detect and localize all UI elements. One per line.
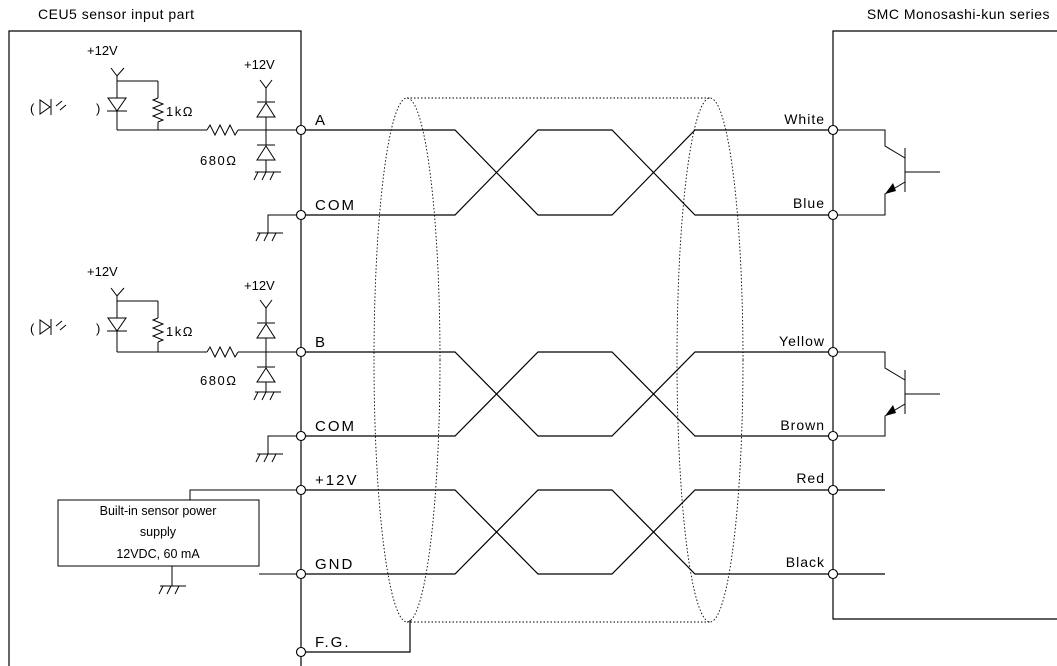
terminal-fg [295, 646, 307, 658]
terminal-white [827, 124, 839, 136]
photocoupler-close-paren: ) [96, 101, 100, 116]
power-supply-line2: supply [140, 525, 177, 539]
wire-label-black: Black [786, 554, 825, 570]
terminal-b [295, 346, 307, 358]
terminal-label-12v: +12V [315, 472, 358, 489]
ground-icon-com-b [255, 435, 301, 463]
terminal-label-b: B [315, 334, 327, 351]
terminal-label-fg: F.G. [315, 634, 351, 651]
power-supply-box [57, 499, 260, 567]
wire-label-blue: Blue [793, 195, 825, 211]
supply-12v-label-a: +12V [87, 43, 118, 58]
resistor-680-b [206, 345, 239, 359]
photocoupler-icon [39, 99, 67, 115]
terminal-blue [827, 209, 839, 221]
terminal-com-a [295, 209, 307, 221]
terminal-label-gnd: GND [315, 556, 354, 573]
resistor-1k-b [151, 317, 165, 343]
transistor-a [833, 129, 940, 216]
smc-box [832, 30, 1057, 620]
wire-label-yellow: Yellow [779, 333, 825, 349]
terminal-com-b [295, 430, 307, 442]
wire-label-white: White [784, 111, 825, 127]
photocoupler-close-paren-b: ) [96, 321, 100, 336]
resistor-680-a [206, 123, 239, 137]
supply-12v-label-b2: +12V [244, 278, 275, 293]
terminal-label-a: A [315, 112, 327, 129]
channel-a-circuit: ( ) +12V 1kΩ 680Ω +12V [30, 43, 301, 181]
photocoupler-icon-b [39, 319, 67, 335]
ground-icon-psu [158, 585, 186, 595]
terminal-yellow [827, 346, 839, 358]
transistor-b [833, 351, 940, 437]
terminal-a [295, 124, 307, 136]
terminal-brown [827, 430, 839, 442]
led-diode-b [107, 317, 127, 332]
terminal-gnd [295, 568, 307, 580]
resistor-1k-label-b: 1kΩ [166, 324, 194, 339]
terminals [295, 124, 839, 658]
ground-icon-a [253, 171, 281, 181]
resistor-1k-a [151, 97, 165, 123]
resistor-680-label-a: 680Ω [200, 153, 237, 168]
power-supply-line1: Built-in sensor power [100, 504, 217, 518]
ceu5-title: CEU5 sensor input part [38, 6, 195, 22]
wire-label-red: Red [796, 470, 825, 486]
supply-12v-label-b: +12V [87, 264, 118, 279]
ceu5-box [8, 30, 302, 666]
led-diode-a [107, 97, 127, 112]
terminal-red [827, 484, 839, 496]
cable-shield [373, 97, 744, 623]
terminal-black [827, 568, 839, 580]
ground-icon-com-a [255, 214, 301, 242]
resistor-680-label-b: 680Ω [200, 373, 237, 388]
wire-label-brown: Brown [780, 417, 825, 433]
cable-wires [301, 129, 885, 653]
photocoupler-open-paren: ( [30, 101, 35, 116]
power-supply-line3: 12VDC, 60 mA [116, 547, 200, 561]
photocoupler-open-paren-b: ( [30, 321, 35, 336]
ground-icon-b [253, 391, 281, 401]
channel-b-circuit: ( ) +12V 1kΩ 680Ω +12V [30, 264, 301, 401]
resistor-1k-label-a: 1kΩ [166, 104, 194, 119]
terminal-label-com-b: COM [315, 418, 356, 435]
terminal-label-com-a: COM [315, 197, 356, 214]
smc-title: SMC Monosashi-kun series [867, 6, 1050, 22]
terminal-12v [295, 484, 307, 496]
supply-12v-label-a2: +12V [244, 57, 275, 72]
